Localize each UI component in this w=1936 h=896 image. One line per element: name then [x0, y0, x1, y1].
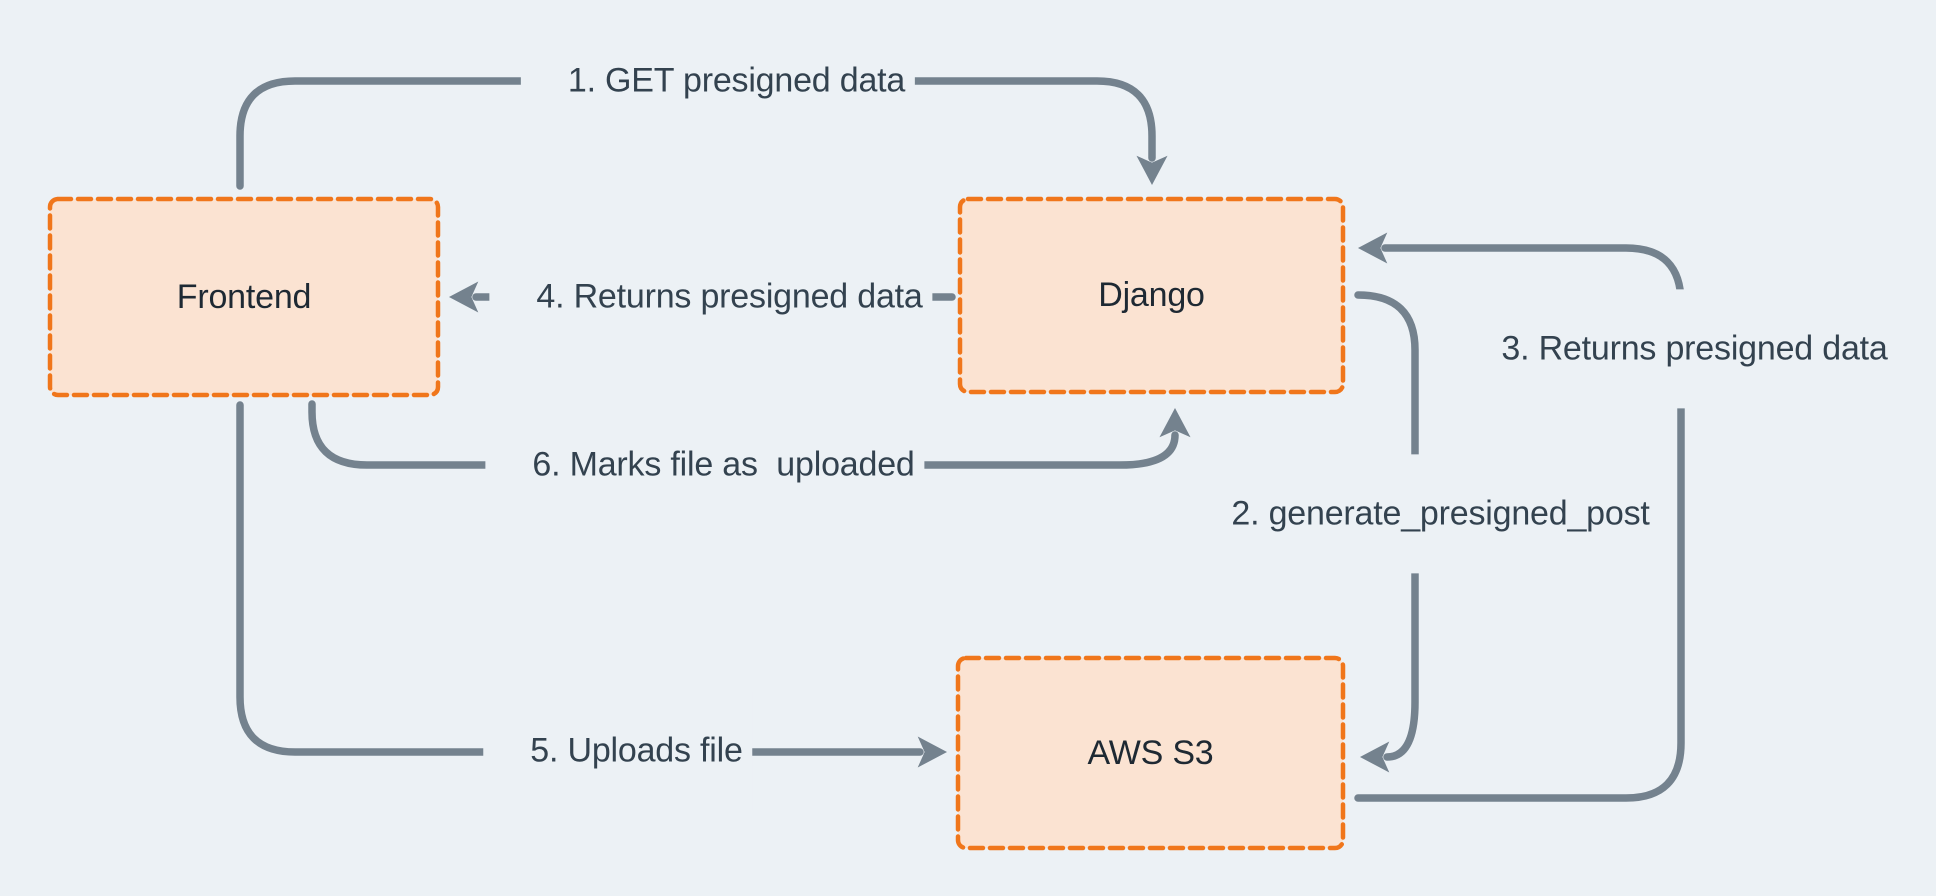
- node-django: Django: [960, 199, 1343, 392]
- edge-label-5-text: 5. Uploads file: [530, 731, 743, 770]
- edge-label-2-text: 2. generate_presigned_post: [1231, 494, 1650, 533]
- edge-label-6-text: 6. Marks file as uploaded: [532, 445, 915, 484]
- edge-label-5: 5. Uploads file: [483, 691, 753, 811]
- aws-s3-box: [955, 655, 1346, 851]
- django-box: [957, 196, 1346, 395]
- edge-5-uploads-file: [236, 401, 948, 768]
- frontend-box: [47, 196, 441, 398]
- edge-2-generate-presigned-post: [1354, 291, 1419, 773]
- node-frontend: Frontend: [50, 199, 438, 395]
- edge-label-6: 6. Marks file as uploaded: [485, 405, 925, 525]
- edge-label-4: 4. Returns presigned data: [489, 237, 933, 357]
- edge-label-1: 1. GET presigned data: [520, 21, 916, 141]
- edge-label-1-text: 1. GET presigned data: [567, 61, 906, 100]
- node-django-label: Django: [1098, 276, 1205, 314]
- edge-6-marks-file-uploaded: [308, 400, 1191, 469]
- edge-label-3-text: 3. Returns presigned data: [1501, 329, 1888, 368]
- node-frontend-label: Frontend: [176, 277, 312, 316]
- edge-3-returns-presigned-data: [1354, 232, 1685, 802]
- edge-label-4-text: 4. Returns presigned data: [536, 277, 923, 316]
- node-aws-s3: AWS S3: [958, 658, 1343, 848]
- edge-label-2: 2. generate_presigned_post: [1184, 454, 1660, 574]
- node-aws-s3-label: AWS S3: [1087, 733, 1214, 772]
- edge-label-3: 3. Returns presigned data: [1454, 289, 1898, 409]
